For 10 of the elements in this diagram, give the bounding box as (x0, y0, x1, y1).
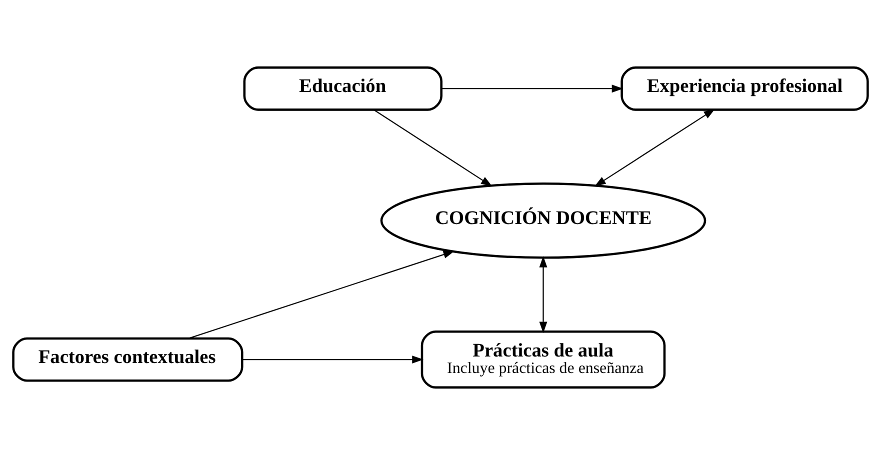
arrow (441, 84, 624, 93)
node-box: Factores contextuales (12, 337, 244, 382)
arrow (373, 109, 492, 187)
node-box: Experiencia profesional (620, 66, 869, 111)
node-box: Prácticas de aula Incluye prácticas de enseñanza (420, 330, 666, 389)
arrow (188, 250, 455, 339)
arrow (539, 256, 548, 334)
node-box: Educación (243, 66, 442, 111)
arrow (242, 356, 424, 364)
arrow (594, 108, 716, 187)
